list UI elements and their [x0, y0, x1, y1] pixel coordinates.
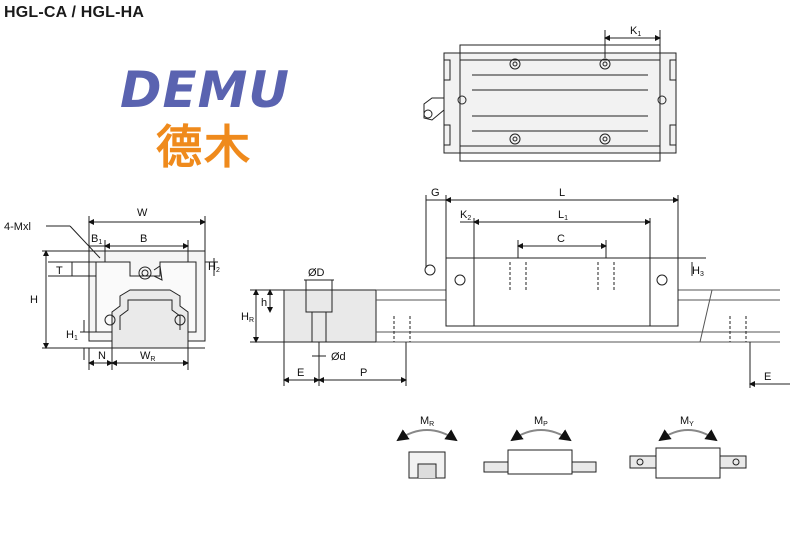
- label-k1: K1: [630, 25, 641, 38]
- label-d-large: ØD: [308, 267, 325, 279]
- label-b: B: [140, 233, 147, 245]
- demu-logo: DEMU 德木: [120, 62, 310, 182]
- label-k2: K2: [460, 209, 471, 222]
- label-mp: MP: [534, 415, 548, 428]
- label-l: L: [559, 187, 565, 199]
- end-view: [42, 216, 218, 370]
- label-p: P: [360, 367, 367, 379]
- label-wr: WR: [140, 350, 155, 363]
- label-h-small: h: [261, 297, 267, 309]
- label-h3: H3: [692, 265, 704, 278]
- label-hr: HR: [241, 311, 254, 324]
- label-e-left: E: [297, 367, 304, 379]
- label-t: T: [56, 265, 63, 277]
- page-title: HGL-CA / HGL-HA: [4, 4, 145, 21]
- label-h1: H1: [66, 329, 78, 342]
- label-h2: H2: [208, 261, 220, 274]
- moment-mr: [396, 429, 458, 479]
- moment-my: [629, 429, 747, 479]
- label-d-small: Ød: [331, 351, 346, 363]
- label-mr: MR: [420, 415, 434, 428]
- label-b1: B1: [91, 233, 102, 246]
- label-w: W: [137, 207, 148, 219]
- label-e-right: E: [764, 371, 771, 383]
- moment-mp: [483, 429, 597, 475]
- side-view: [250, 195, 790, 388]
- label-n: N: [98, 350, 106, 362]
- label-my: MY: [680, 415, 694, 428]
- top-view: [423, 30, 677, 162]
- label-h: H: [30, 294, 38, 306]
- label-l1: L1: [558, 209, 568, 222]
- label-c: C: [557, 233, 565, 245]
- logo-text-cn: 德木: [156, 120, 252, 174]
- label-g: G: [431, 187, 440, 199]
- label-mxl: 4-Mxl: [4, 221, 31, 233]
- logo-text-latin: DEMU: [120, 61, 291, 119]
